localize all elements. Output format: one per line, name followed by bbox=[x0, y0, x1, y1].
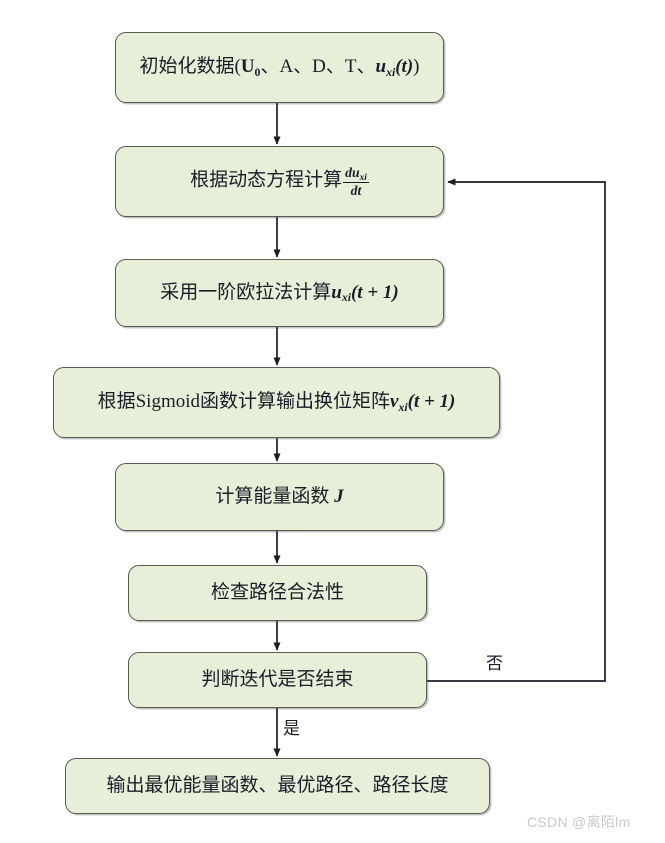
node-initialize-data-label: 初始化数据(U0、A、D、T、uxi(t)) bbox=[139, 56, 419, 79]
init-separator: 、A、D、T、 bbox=[260, 56, 376, 78]
sigmoid-variable: vxi bbox=[390, 391, 408, 414]
sigmoid-prefix: 根据 bbox=[97, 391, 136, 413]
dynamic-eq-prefix: 根据动态方程计算 bbox=[190, 169, 343, 191]
sigmoid-argument: (t + 1) bbox=[407, 391, 456, 413]
init-prefix: 初始化数据( bbox=[139, 56, 241, 78]
euler-argument: (t + 1) bbox=[350, 281, 399, 303]
node-sigmoid-output[interactable]: 根据Sigmoid函数计算输出换位矩阵vxi(t + 1) bbox=[53, 367, 500, 438]
init-uxi: uxi bbox=[375, 56, 396, 79]
node-iteration-finished-decision[interactable]: 判断迭代是否结束 bbox=[128, 652, 427, 708]
node-initialize-data[interactable]: 初始化数据(U0、A、D、T、uxi(t)) bbox=[115, 32, 444, 103]
fraction-numerator: duxi bbox=[343, 165, 369, 183]
init-suffix: ) bbox=[413, 56, 420, 78]
node-euler-method-label: 采用一阶欧拉法计算uxi(t + 1) bbox=[160, 282, 399, 305]
node-energy-function-label: 计算能量函数 J bbox=[215, 486, 343, 509]
euler-prefix: 采用一阶欧拉法计算 bbox=[160, 281, 332, 303]
node-output-results-label: 输出最优能量函数、最优路径、路径长度 bbox=[106, 774, 449, 796]
node-check-path-legality-label: 检查路径合法性 bbox=[210, 581, 344, 603]
sigmoid-function-name: Sigmoid bbox=[135, 391, 201, 413]
node-euler-method[interactable]: 采用一阶欧拉法计算uxi(t + 1) bbox=[115, 259, 444, 327]
fraction-denominator: dt bbox=[350, 182, 362, 198]
sigmoid-mid: 函数计算输出换位矩阵 bbox=[200, 391, 391, 413]
csdn-watermark: CSDN @离陌lm bbox=[527, 814, 631, 830]
node-check-path-legality[interactable]: 检查路径合法性 bbox=[128, 565, 427, 621]
edge-label-yes: 是 bbox=[283, 719, 300, 738]
init-u0: U0 bbox=[240, 56, 261, 79]
node-energy-function[interactable]: 计算能量函数 J bbox=[115, 463, 444, 531]
node-sigmoid-output-label: 根据Sigmoid函数计算输出换位矩阵vxi(t + 1) bbox=[98, 391, 456, 414]
euler-variable: uxi bbox=[331, 281, 351, 305]
energy-variable: J bbox=[334, 485, 344, 507]
edge-label-no: 否 bbox=[486, 654, 503, 673]
node-output-results[interactable]: 输出最优能量函数、最优路径、路径长度 bbox=[65, 758, 490, 814]
energy-prefix: 计算能量函数 bbox=[215, 485, 335, 507]
init-arg: (t) bbox=[395, 56, 414, 78]
node-iteration-finished-decision-label: 判断迭代是否结束 bbox=[201, 668, 354, 690]
